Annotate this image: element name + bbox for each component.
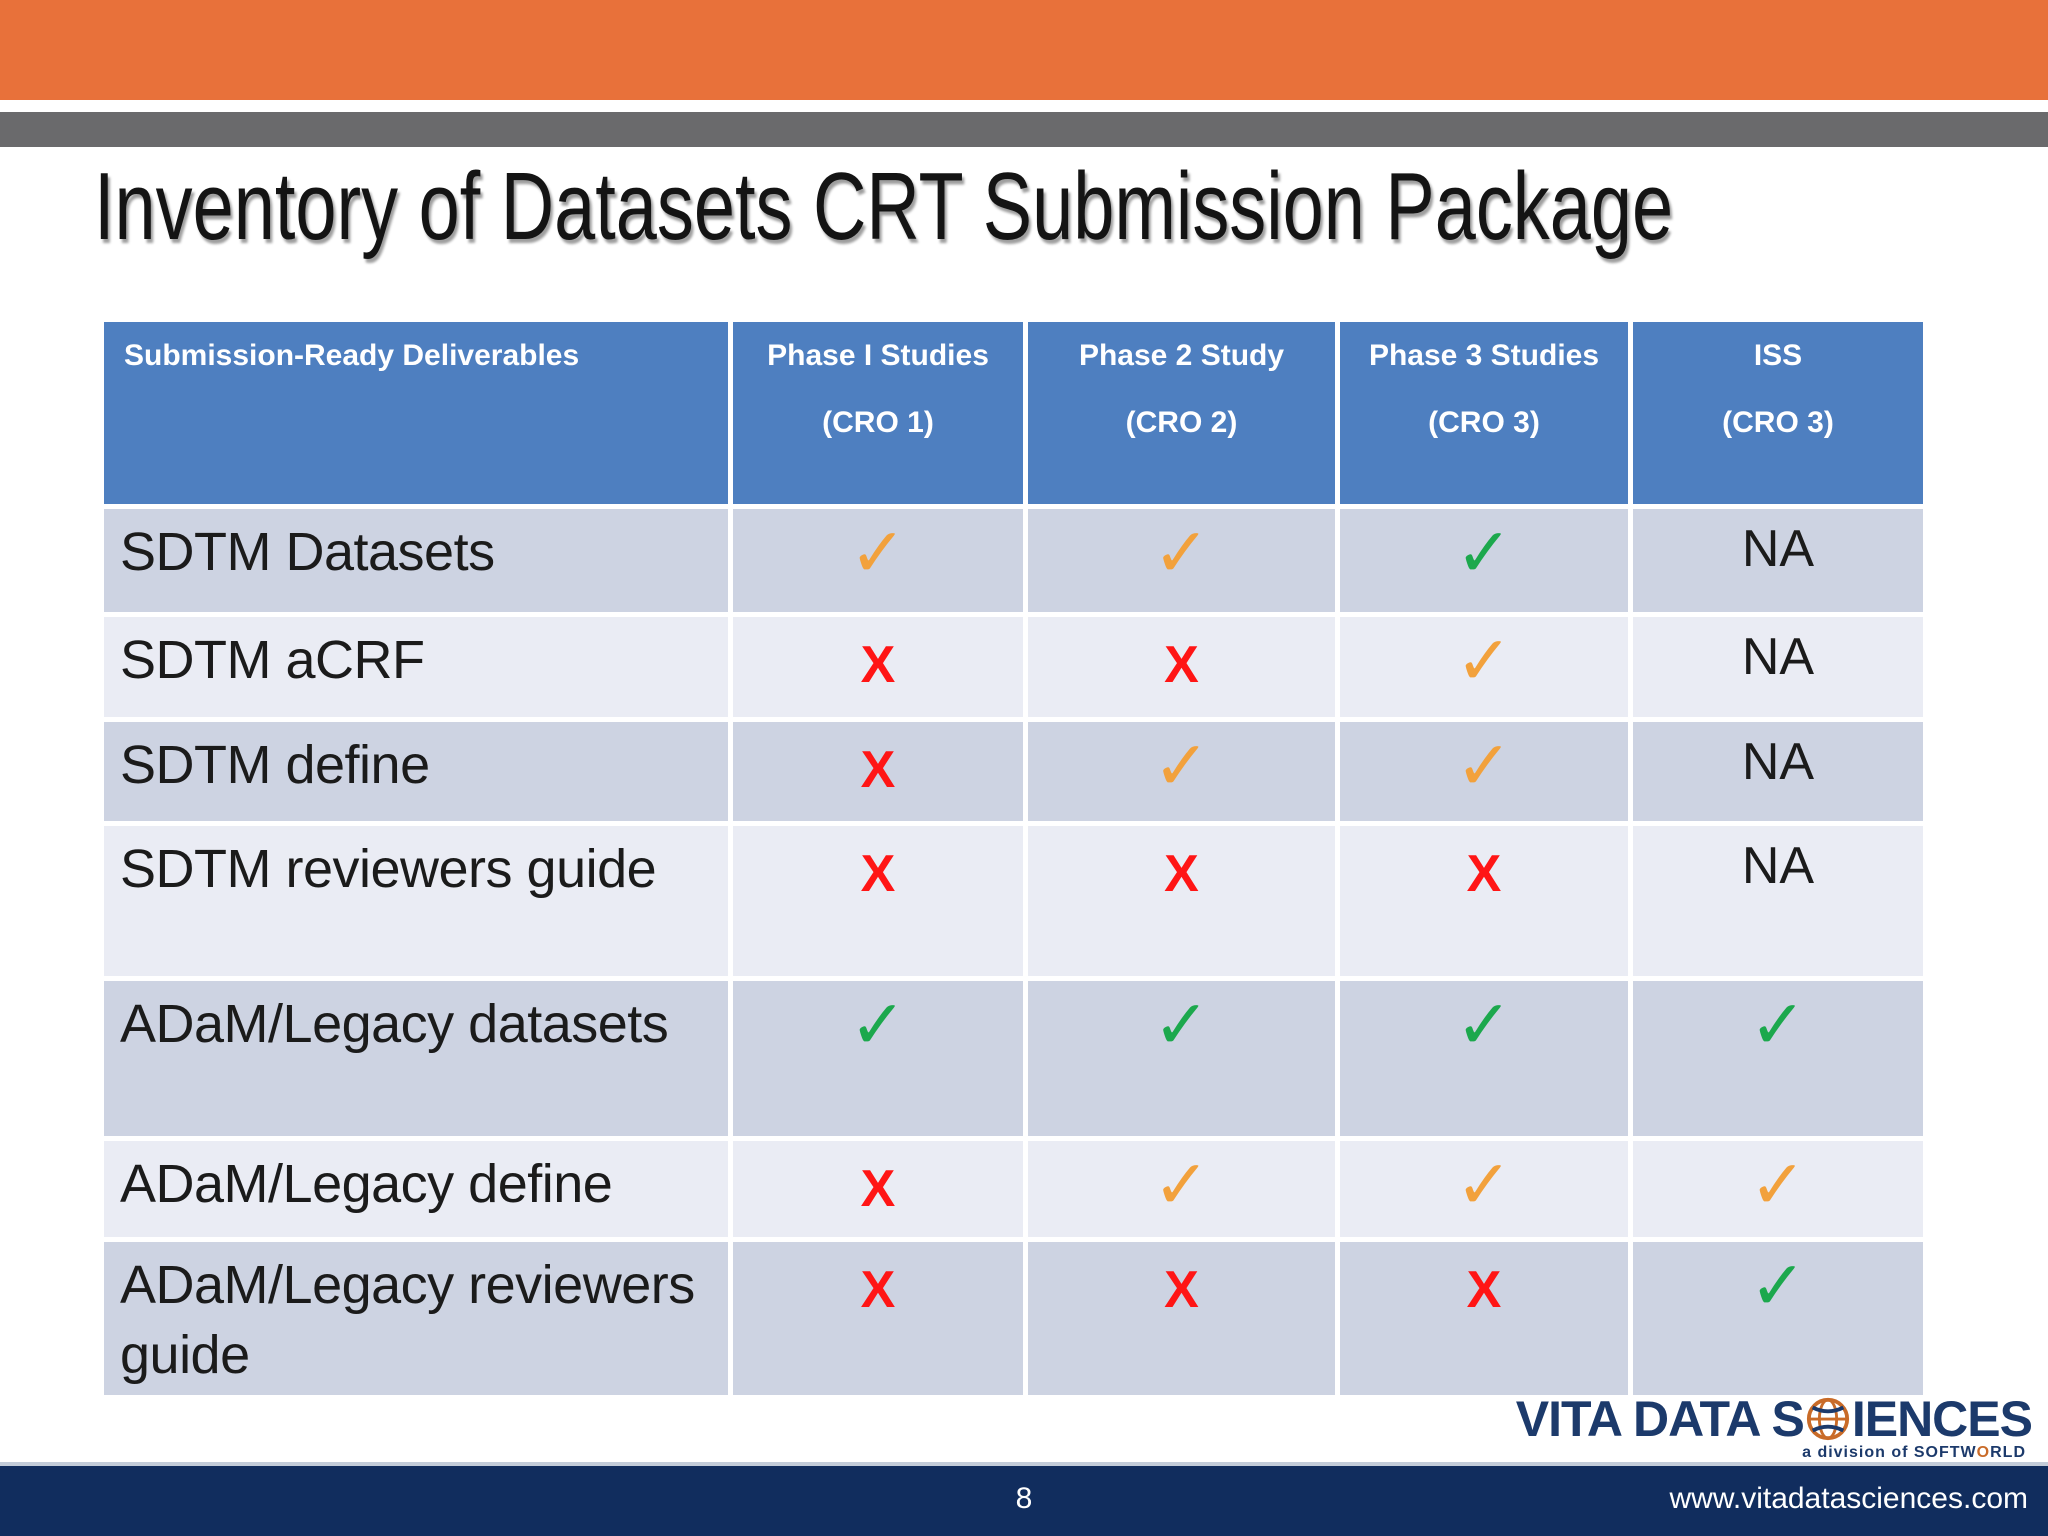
tagline-globe-o: O (1976, 1444, 1991, 1461)
na-text: NA (1633, 722, 1923, 821)
check-icon-orange: ✓ (1028, 722, 1335, 821)
column-subtitle: (CRO 1) (822, 406, 934, 439)
x-icon: X (733, 617, 1023, 717)
check-icon-green: ✓ (1340, 509, 1628, 612)
na-text: NA (1633, 617, 1923, 717)
footer-bar: 8 www.vitadatasciences.com (0, 1462, 2048, 1536)
row-label: ADaM/Legacy define (104, 1141, 728, 1237)
x-icon: X (1028, 1242, 1335, 1395)
column-title: Phase 2 Study (1078, 339, 1285, 372)
page-title: Inventory of Datasets CRT Submission Pac… (94, 153, 1674, 260)
top-accent-bar (0, 0, 2048, 100)
column-header-4: Phase 3 Studies (CRO 3) (1340, 322, 1628, 504)
column-subtitle: (CRO 3) (1428, 406, 1540, 439)
x-icon: X (1340, 1242, 1628, 1395)
check-icon-green: ✓ (1028, 981, 1335, 1136)
logo-tagline: a division of SOFTWORLD (1802, 1444, 2026, 1461)
column-title: ISS (1753, 339, 1803, 372)
check-icon-orange: ✓ (733, 509, 1023, 612)
x-icon: X (733, 1242, 1023, 1395)
row-label: ADaM/Legacy datasets (104, 981, 728, 1136)
globe-icon (1806, 1397, 1849, 1441)
check-icon-orange: ✓ (1633, 1141, 1923, 1237)
check-icon-orange: ✓ (1028, 509, 1335, 612)
vita-data-sciences-logo: VITA DATA S IENCES a division of SOFTWOR… (1515, 1390, 2033, 1462)
column-header-2: Phase I Studies (CRO 1) (733, 322, 1023, 504)
x-icon: X (733, 826, 1023, 976)
column-subtitle: (CRO 3) (1722, 406, 1834, 439)
column-header-1: Submission-Ready Deliverables (104, 322, 728, 504)
row-label: ADaM/Legacy reviewers guide (104, 1242, 728, 1395)
website-url: www.vitadatasciences.com (1669, 1482, 2028, 1515)
x-icon: X (1028, 617, 1335, 717)
logo-text-post: IENCES (1851, 1391, 2033, 1447)
na-text: NA (1633, 826, 1923, 976)
column-title: Phase 3 Studies (1368, 339, 1600, 372)
column-subtitle: (CRO 2) (1125, 406, 1238, 439)
row-label: SDTM Datasets (104, 509, 728, 612)
check-icon-green: ✓ (1633, 981, 1923, 1136)
column-title: Submission-Ready Deliverables (124, 339, 580, 372)
column-header-5: ISS (CRO 3) (1633, 322, 1923, 504)
check-icon-orange: ✓ (1340, 722, 1628, 821)
top-gray-bar (0, 112, 2048, 147)
x-icon: X (733, 1141, 1023, 1237)
column-title: Phase I Studies (767, 339, 989, 372)
x-icon: X (1340, 826, 1628, 976)
check-icon-orange: ✓ (1340, 1141, 1628, 1237)
check-icon-green: ✓ (733, 981, 1023, 1136)
page-number: 8 (1015, 1482, 1033, 1515)
check-icon-green: ✓ (1633, 1242, 1923, 1395)
check-icon-green: ✓ (1340, 981, 1628, 1136)
logo-wordmark: VITA DATA S IENCES (1515, 1390, 2033, 1448)
column-header-3: Phase 2 Study (CRO 2) (1028, 322, 1335, 504)
check-icon-orange: ✓ (1340, 617, 1628, 717)
row-label: SDTM define (104, 722, 728, 821)
logo-text-pre: VITA DATA S (1515, 1391, 1805, 1447)
na-text: NA (1633, 509, 1923, 612)
row-label: SDTM reviewers guide (104, 826, 728, 976)
row-label: SDTM aCRF (104, 617, 728, 717)
x-icon: X (733, 722, 1023, 821)
deliverables-table: Submission-Ready Deliverables Phase I Stu… (104, 322, 1923, 1395)
x-icon: X (1028, 826, 1335, 976)
check-icon-orange: ✓ (1028, 1141, 1335, 1237)
